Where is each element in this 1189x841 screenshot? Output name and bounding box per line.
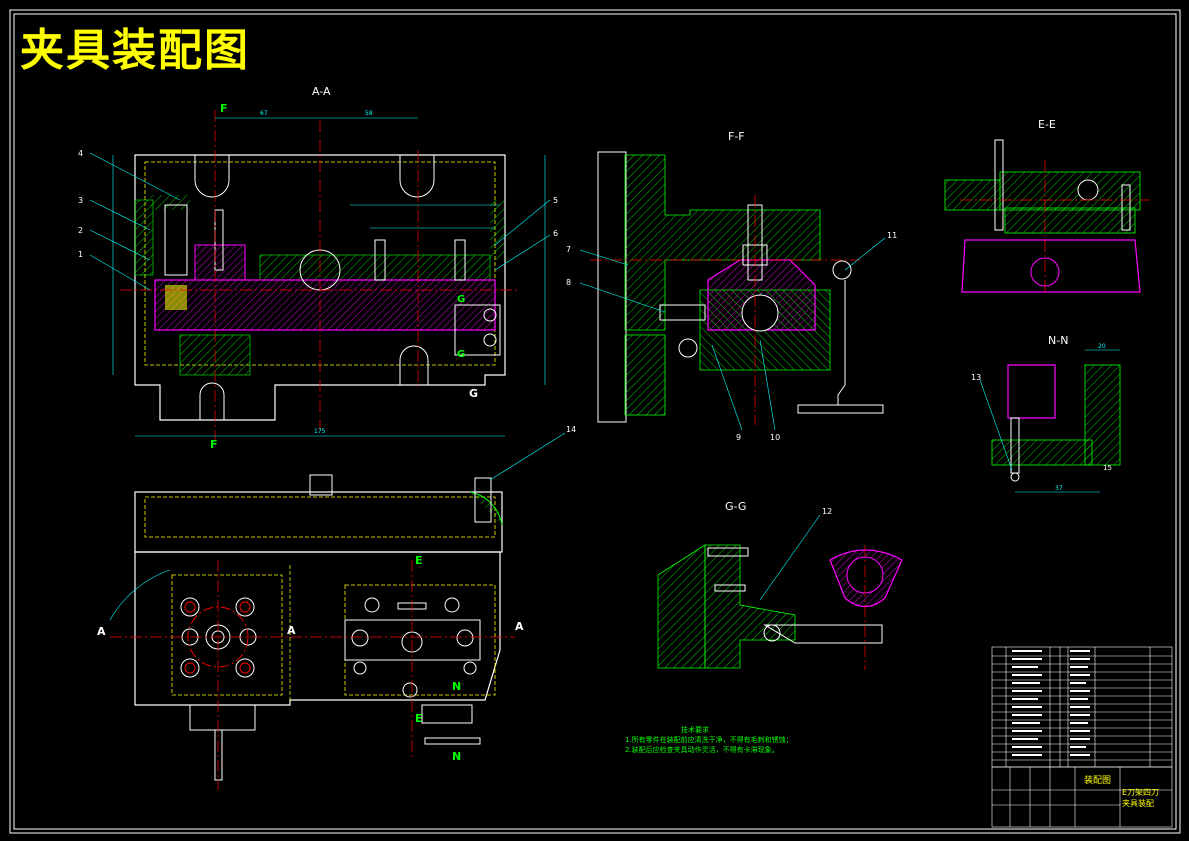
balloon-8: 8 xyxy=(566,278,571,287)
cut-a-right: A xyxy=(515,620,524,633)
view-ee-label: E-E xyxy=(1038,118,1056,131)
dim-37: 37 xyxy=(1055,485,1063,492)
balloon-11: 11 xyxy=(887,231,897,240)
balloon-2: 2 xyxy=(78,226,83,235)
cut-e-top: E xyxy=(415,554,423,567)
dim-length: 175 xyxy=(314,428,326,435)
view-ff: F-F 7 8 9 10 11 xyxy=(566,130,897,442)
sheet-border-inner xyxy=(13,13,1177,830)
cut-g-inner2: G xyxy=(457,349,465,360)
title-block-part-name: E刀架四刀 xyxy=(1122,788,1159,797)
cut-f-top: F xyxy=(220,102,228,115)
title-block-tiny-text xyxy=(1012,650,1090,756)
balloon-4: 4 xyxy=(78,149,83,158)
view-gg: G-G 12 xyxy=(657,500,903,670)
dim-20: 20 xyxy=(1098,343,1106,350)
balloon-6: 6 xyxy=(553,229,558,238)
balloon-5: 5 xyxy=(553,196,558,205)
balloon-13: 13 xyxy=(971,373,981,382)
balloon-9: 9 xyxy=(736,433,741,442)
view-nn: N-N 37 20 13 15 xyxy=(971,334,1121,493)
sheet-border-outer xyxy=(9,9,1181,834)
slide-block xyxy=(154,279,496,331)
cut-n-dim5: 15 xyxy=(1103,464,1112,472)
cut-g-inner1: G xyxy=(457,294,465,305)
view-aa: A-A 175 67 58 xyxy=(78,85,558,451)
dim-67: 67 xyxy=(260,110,268,117)
cut-a-mid: A xyxy=(287,624,296,637)
balloon-1: 1 xyxy=(78,250,83,259)
view-plan: A A A E E N N 14 xyxy=(97,425,576,790)
view-nn-label: N-N xyxy=(1048,334,1068,347)
technical-notes: 技术要求 1.所有零件在装配前应清洗干净，不得有毛刺和锈蚀； 2.装配后应检查夹… xyxy=(625,725,793,755)
cut-e-bottom: E xyxy=(415,712,423,725)
title-block-drawing-name: 装配图 xyxy=(1084,774,1111,786)
cut-a-left: A xyxy=(97,625,106,638)
balloon-14: 14 xyxy=(566,425,576,434)
balloon-3: 3 xyxy=(78,196,83,205)
notes-title: 技术要求 xyxy=(681,726,709,734)
drawing-title: 夹具装配图 xyxy=(20,25,250,76)
cut-f-bottom: F xyxy=(210,438,218,451)
view-ff-label: F-F xyxy=(728,130,745,143)
view-aa-label: A-A xyxy=(312,85,331,98)
balloon-10: 10 xyxy=(770,433,780,442)
dim-58: 58 xyxy=(365,110,373,117)
cut-g-side: G xyxy=(469,387,478,400)
balloon-7: 7 xyxy=(566,245,571,254)
view-gg-label: G-G xyxy=(725,500,746,513)
balloon-12: 12 xyxy=(822,507,832,516)
title-block xyxy=(991,646,1173,828)
view-ee: E-E xyxy=(944,118,1150,295)
cut-n-top: N xyxy=(452,680,461,693)
notes-line-2: 2.装配后应检查夹具动作灵活，不得有卡滞现象。 xyxy=(625,746,779,754)
notes-line-1: 1.所有零件在装配前应清洗干净，不得有毛刺和锈蚀； xyxy=(625,736,793,744)
cut-n-bottom: N xyxy=(452,750,461,763)
title-block-subtitle: 夹具装配 xyxy=(1122,798,1154,808)
